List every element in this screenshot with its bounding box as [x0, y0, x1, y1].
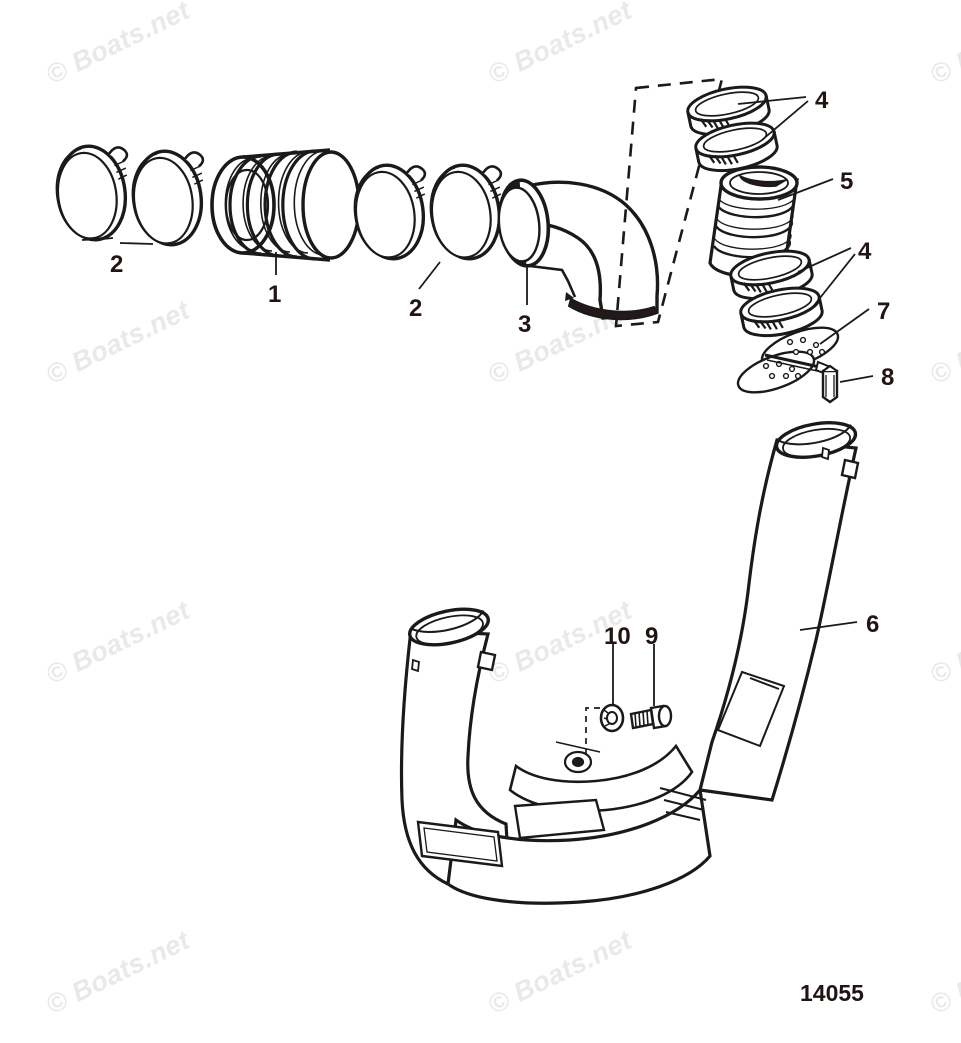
leader-2a	[91, 237, 114, 241]
leader-4a	[737, 96, 807, 105]
leader-6	[799, 621, 858, 631]
part-1-bellows-hose	[210, 148, 361, 262]
callout-hinge-pin-8: 8	[881, 364, 895, 391]
part-2-hose-clamp-left	[48, 139, 140, 247]
callout-washer-10: 10	[604, 623, 631, 650]
callout-hose-clamp-4b: 4	[858, 238, 872, 265]
part-3-exhaust-elbow	[497, 178, 660, 321]
leader-8	[839, 375, 874, 383]
callout-flapper-plate-7: 7	[877, 298, 891, 325]
callout-hose-clamp-4a: 4	[815, 87, 829, 114]
leader-2b	[418, 261, 441, 290]
callout-exhaust-bellows-5: 5	[840, 168, 854, 195]
leader-7	[819, 308, 870, 345]
part-8-hinge-pin	[821, 364, 839, 404]
part-4-clamp-top-2	[694, 121, 779, 173]
callout-exhaust-elbow-3: 3	[518, 311, 532, 338]
leader-lines	[81, 96, 874, 706]
washer-assembly-guide	[585, 707, 600, 760]
leader-5	[777, 178, 834, 201]
callout-bolt-9: 9	[645, 623, 659, 650]
dashed-reference-box	[614, 77, 724, 328]
callout-hose-clamp-2a: 2	[110, 251, 124, 278]
part-10-washer	[599, 703, 625, 733]
callout-hose-clamp-2b: 2	[409, 295, 423, 322]
part-7-flapper-plate	[736, 326, 840, 394]
part-4-clamp-bottom-2	[739, 286, 824, 338]
sheet-number: 14055	[800, 980, 864, 1006]
leader-4b2	[811, 253, 856, 309]
part-9-bolt	[629, 704, 673, 730]
callout-bellows-hose-1: 1	[268, 281, 282, 308]
callout-y-pipe-6: 6	[866, 611, 880, 638]
part-6-y-pipe	[399, 421, 860, 905]
leader-4a2	[761, 100, 809, 141]
part-2-hose-clamp-third	[346, 158, 438, 266]
part-2-hose-clamp-second	[124, 144, 216, 252]
leader-2a-seg2	[119, 242, 154, 245]
leader-4b	[797, 247, 852, 273]
